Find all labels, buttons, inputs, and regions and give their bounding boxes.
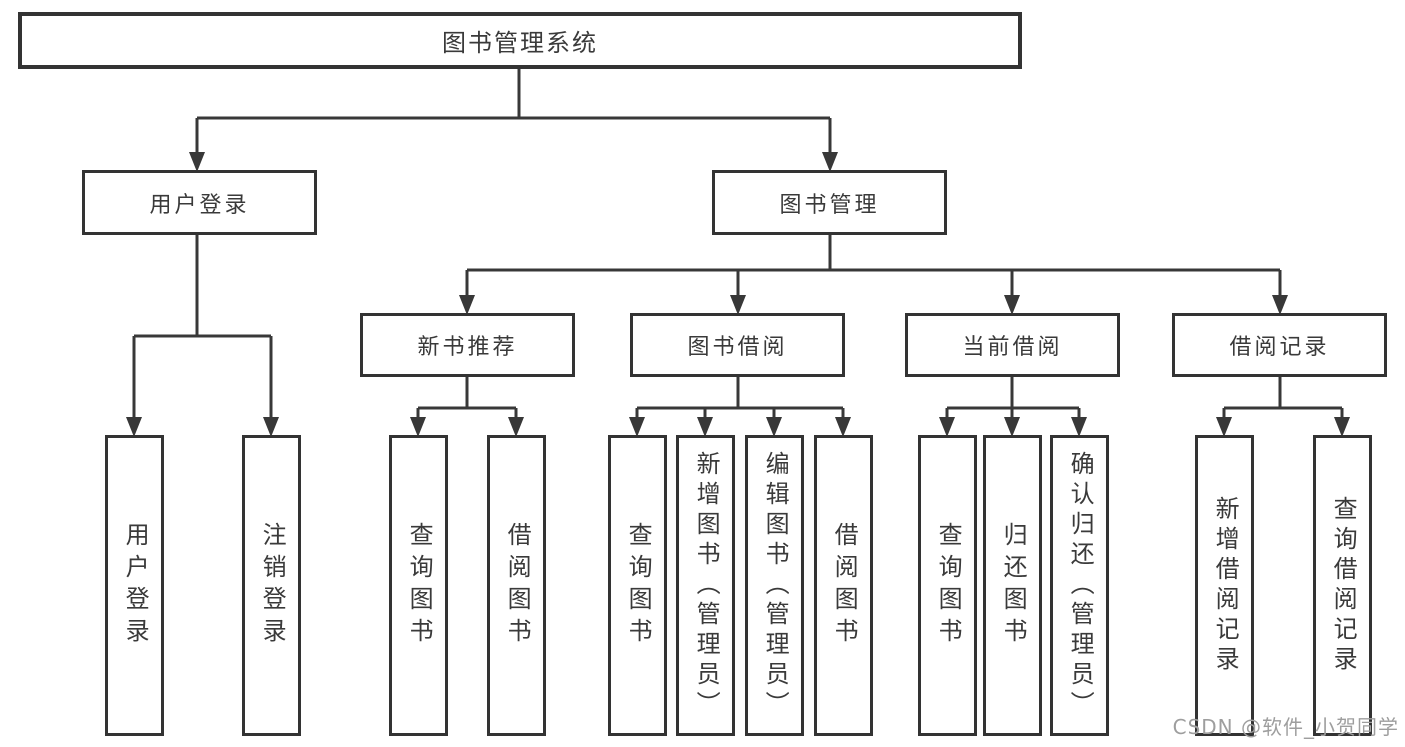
node-label: 用户登录 xyxy=(149,192,250,218)
node-user-login: 用户登录 xyxy=(82,170,317,235)
leaf-query-borrow-record: 查询借阅记录 xyxy=(1313,435,1372,736)
leaf-confirm-return-admin: 确认归还（管理员） xyxy=(1050,435,1109,736)
node-library-management-system: 图书管理系统 xyxy=(18,12,1022,69)
leaf-query-books-borrowing: 查询图书 xyxy=(608,435,667,736)
leaf-add-book-admin: 新增图书（管理员） xyxy=(676,435,735,736)
leaf-borrow-books-borrowing: 借阅图书 xyxy=(814,435,873,736)
node-label: 查询图书 xyxy=(405,521,434,650)
node-label: 新增借阅记录 xyxy=(1211,495,1240,676)
node-label: 借阅记录 xyxy=(1229,335,1330,360)
leaf-user-login: 用户登录 xyxy=(105,435,164,736)
leaf-query-books-recommend: 查询图书 xyxy=(389,435,448,736)
node-label: 新增图书（管理员） xyxy=(692,450,721,721)
leaf-query-books-current: 查询图书 xyxy=(918,435,977,736)
node-label: 图书管理系统 xyxy=(442,29,598,57)
csdn-watermark: CSDN @软件_小贺同学 xyxy=(1172,715,1399,739)
arrowheads xyxy=(126,152,1350,437)
node-book-borrowing: 图书借阅 xyxy=(630,313,845,377)
node-label: 借阅图书 xyxy=(503,521,532,650)
node-label: 查询借阅记录 xyxy=(1329,495,1358,676)
leaf-add-borrow-record: 新增借阅记录 xyxy=(1195,435,1254,736)
node-book-management: 图书管理 xyxy=(712,170,947,235)
node-label: 当前借阅 xyxy=(962,335,1063,360)
node-current-borrowing: 当前借阅 xyxy=(905,313,1120,377)
node-label: 归还图书 xyxy=(999,521,1028,650)
node-label: 编辑图书（管理员） xyxy=(761,450,790,721)
node-label: 确认归还（管理员） xyxy=(1066,450,1095,721)
node-label: 图书管理 xyxy=(779,192,880,218)
leaf-return-books: 归还图书 xyxy=(983,435,1042,736)
leaf-logout: 注销登录 xyxy=(242,435,301,736)
node-new-book-recommendation: 新书推荐 xyxy=(360,313,575,377)
node-label: 用户登录 xyxy=(121,521,150,650)
leaf-edit-book-admin: 编辑图书（管理员） xyxy=(745,435,804,736)
node-label: 查询图书 xyxy=(624,521,653,650)
node-label: 借阅图书 xyxy=(830,521,859,650)
leaf-borrow-books-recommend: 借阅图书 xyxy=(487,435,546,736)
node-label: 图书借阅 xyxy=(687,335,788,360)
node-label: 注销登录 xyxy=(258,521,287,650)
node-label: 查询图书 xyxy=(934,521,963,650)
node-borrowing-records: 借阅记录 xyxy=(1172,313,1387,377)
node-label: 新书推荐 xyxy=(417,335,518,360)
